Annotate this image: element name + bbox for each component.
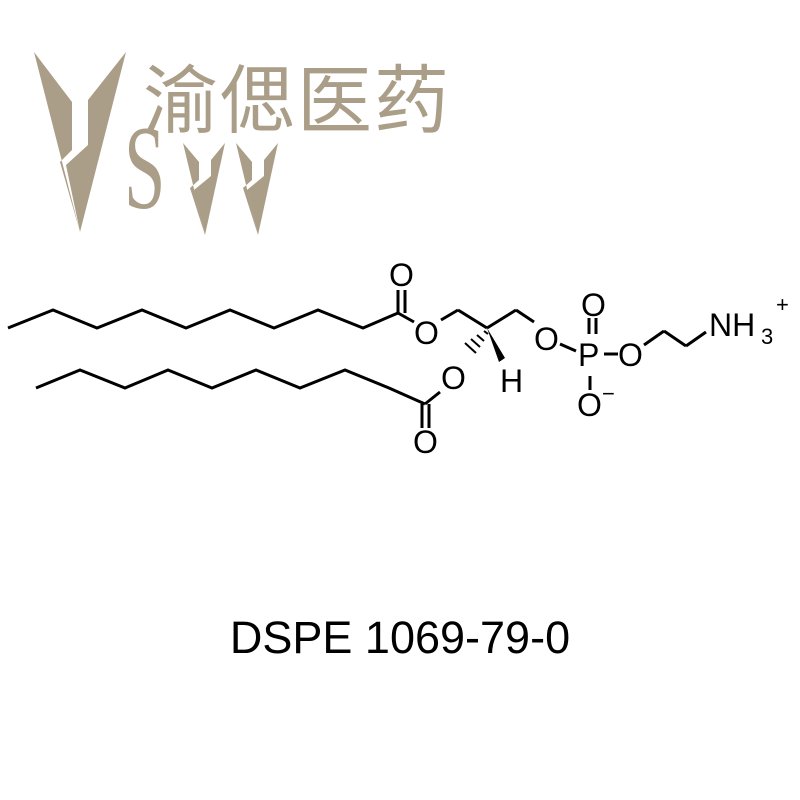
lower-carbonyl-oxygen: O (413, 424, 438, 460)
monogram-s: S (124, 101, 166, 234)
positive-charge: + (776, 292, 789, 317)
company-name: 渝偲医药 (143, 57, 452, 145)
compound-caption: DSPE 1069-79-0 (229, 612, 571, 663)
chiral-hydrogen: H (500, 363, 523, 399)
phosphorus-atom: P (578, 337, 599, 373)
glycerol-phosphate-oxygen: O (534, 321, 559, 357)
phosphate-ester-oxygen: O (618, 337, 643, 373)
upper-ester-oxygen: O (414, 315, 439, 351)
stereo-wedge (487, 328, 505, 362)
upper-acyl-chain (7, 308, 399, 330)
lower-acyl-chain (35, 368, 426, 406)
negative-charge: − (602, 381, 615, 406)
ammonium-group: NH (709, 307, 755, 343)
phosphoryl-oxygen: O (581, 287, 606, 323)
upper-carbonyl-oxygen: O (389, 257, 414, 293)
stereo-hash (464, 330, 489, 354)
lower-ester-oxygen: O (441, 360, 466, 396)
ammonium-subscript: 3 (761, 324, 773, 349)
phosphate-anion-oxygen: O (577, 387, 602, 423)
logo-v-emblem-icon (34, 52, 278, 235)
